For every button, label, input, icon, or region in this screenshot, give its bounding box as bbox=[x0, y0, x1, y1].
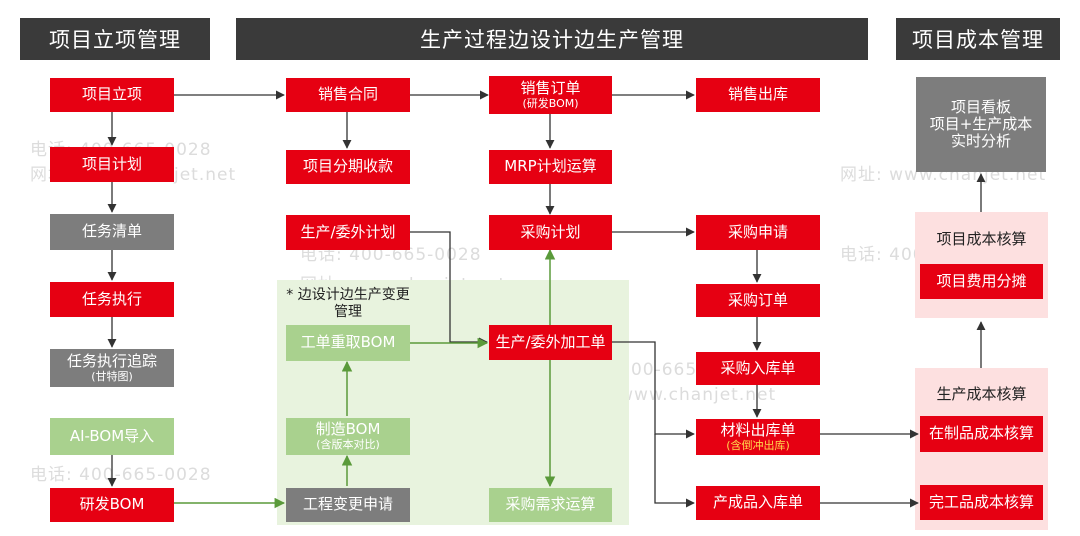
node-label: 生产/委外加工单 bbox=[495, 332, 606, 351]
node-label: 任务执行追踪 bbox=[66, 351, 157, 370]
node-label: 工单重取BOM bbox=[300, 333, 396, 352]
header-production-mgmt: 生产过程边设计边生产管理 bbox=[236, 18, 868, 60]
installment-collection-node: 项目分期收款 bbox=[286, 150, 410, 184]
node-label: 制造BOM bbox=[315, 420, 381, 439]
node-label: 项目计划 bbox=[81, 154, 142, 173]
node-label: 采购申请 bbox=[727, 222, 788, 241]
node-sublabel: (含版本对比) bbox=[316, 438, 380, 452]
work-order-rebom-node: 工单重取BOM bbox=[286, 325, 410, 361]
material-issue-node: 材料出库单 (含倒冲出库) bbox=[696, 419, 820, 455]
task-tracking-node: 任务执行追踪 (甘特图) bbox=[50, 349, 174, 387]
mfg-bom-node: 制造BOM (含版本对比) bbox=[286, 418, 410, 455]
sales-order-node: 销售订单 (研发BOM) bbox=[489, 76, 612, 114]
node-label: MRP计划运算 bbox=[504, 157, 597, 176]
node-label: 采购入库单 bbox=[720, 358, 796, 377]
node-label: 实时分析 bbox=[950, 132, 1011, 151]
node-label: 项目立项 bbox=[81, 85, 142, 104]
purchase-receipt-node: 采购入库单 bbox=[696, 352, 820, 385]
node-sublabel: (研发BOM) bbox=[522, 96, 579, 110]
project-cost-accounting-title: 项目成本核算 bbox=[936, 230, 1027, 248]
header-project-cost-mgmt: 项目成本管理 bbox=[896, 18, 1060, 60]
node-label: 在制品成本核算 bbox=[928, 424, 1034, 443]
node-label: 任务清单 bbox=[81, 222, 142, 241]
node-label: 项目分期收款 bbox=[302, 157, 393, 176]
node-label: 采购订单 bbox=[727, 290, 788, 309]
node-label: 销售出库 bbox=[727, 85, 788, 104]
project-plan-node: 项目计划 bbox=[50, 147, 174, 182]
arrow-prodplan-to-prodorder bbox=[410, 231, 488, 347]
node-label: 完工品成本核算 bbox=[928, 492, 1034, 511]
engineering-change-node: 工程变更申请 bbox=[286, 488, 410, 522]
change-panel-title: * 边设计边生产变更管理 bbox=[286, 287, 410, 320]
node-label: AI-BOM导入 bbox=[69, 426, 155, 445]
node-label: 产成品入库单 bbox=[712, 493, 803, 512]
task-list-node: 任务清单 bbox=[50, 214, 174, 250]
node-sublabel: (甘特图) bbox=[91, 369, 133, 383]
node-label: 项目+生产成本 bbox=[929, 114, 1033, 133]
purchase-plan-node: 采购计划 bbox=[489, 215, 612, 250]
node-label: 材料出库单 bbox=[720, 420, 796, 439]
node-label: 项目看板 bbox=[950, 97, 1011, 116]
production-outsource-order-node: 生产/委外加工单 bbox=[489, 325, 612, 360]
finished-goods-receipt-node: 产成品入库单 bbox=[696, 486, 820, 520]
project-approval-node: 项目立项 bbox=[50, 78, 174, 112]
node-label: 销售订单 bbox=[520, 78, 581, 97]
node-label: 项目费用分摊 bbox=[936, 271, 1027, 290]
production-outsource-plan-node: 生产/委外计划 bbox=[286, 215, 410, 250]
finished-cost-accounting-node: 完工品成本核算 bbox=[920, 485, 1043, 520]
purchase-request-node: 采购申请 bbox=[696, 215, 820, 250]
sales-contract-node: 销售合同 bbox=[286, 78, 410, 112]
node-label: 生产/委外计划 bbox=[300, 222, 396, 241]
header-project-approval-mgmt: 项目立项管理 bbox=[20, 18, 210, 60]
arrow-prodorder-to-issue bbox=[612, 341, 695, 439]
project-dashboard-node: 项目看板 项目+生产成本 实时分析 bbox=[916, 77, 1046, 172]
change-management-panel bbox=[277, 280, 629, 525]
task-execution-node: 任务执行 bbox=[50, 282, 174, 317]
ai-bom-import-node: AI-BOM导入 bbox=[50, 418, 174, 455]
rd-bom-node: 研发BOM bbox=[50, 488, 174, 522]
production-cost-accounting-title: 生产成本核算 bbox=[936, 385, 1027, 403]
node-sublabel: (含倒冲出库) bbox=[726, 438, 790, 452]
wip-cost-accounting-node: 在制品成本核算 bbox=[920, 416, 1043, 452]
purchase-order-node: 采购订单 bbox=[696, 284, 820, 317]
node-label: 采购计划 bbox=[520, 222, 581, 241]
sales-outbound-node: 销售出库 bbox=[696, 78, 820, 112]
node-label: 研发BOM bbox=[79, 495, 145, 514]
node-label: 任务执行 bbox=[81, 289, 142, 308]
arrow-prodorder-to-finished bbox=[654, 434, 695, 508]
project-expense-allocation-node: 项目费用分摊 bbox=[920, 264, 1043, 299]
purchase-demand-calc-node: 采购需求运算 bbox=[489, 488, 612, 522]
mrp-run-node: MRP计划运算 bbox=[489, 150, 612, 184]
node-label: 采购需求运算 bbox=[505, 495, 596, 514]
node-label: 销售合同 bbox=[317, 85, 378, 104]
node-label: 工程变更申请 bbox=[302, 495, 393, 514]
